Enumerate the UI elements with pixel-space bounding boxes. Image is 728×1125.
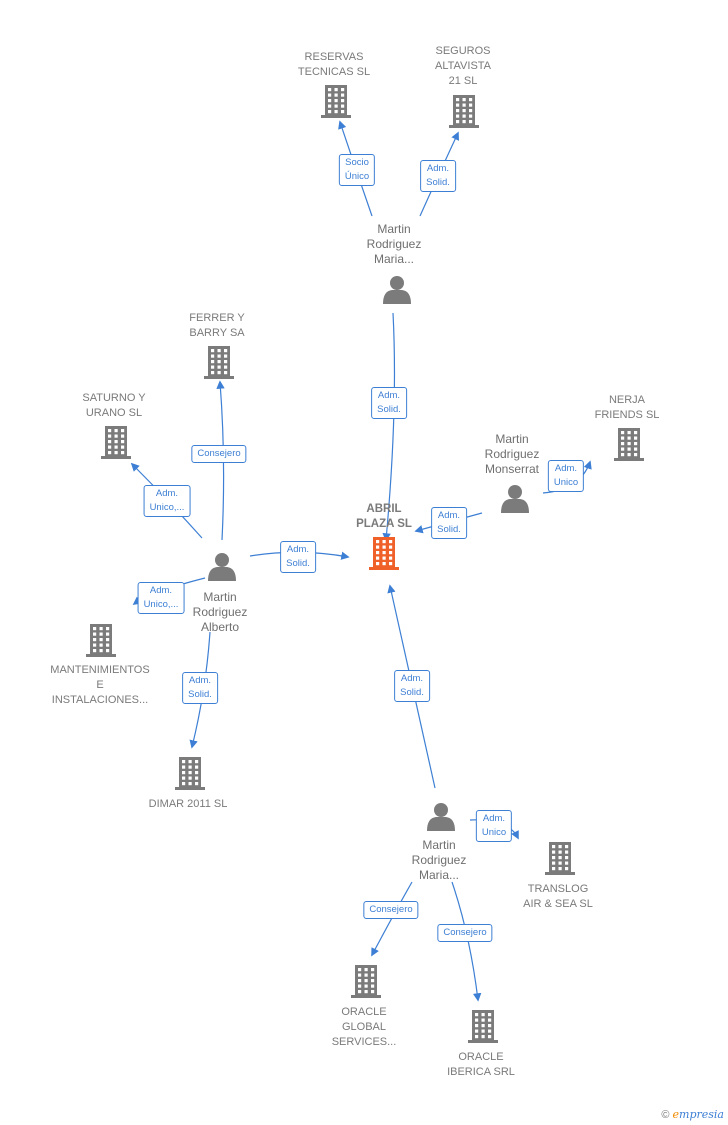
company-label-ferrer: FERRER Y BARRY SA: [189, 312, 245, 339]
relation-label-monserrat-abril[interactable]: Adm. Solid.: [431, 507, 467, 539]
relation-label-maria_bottom-oracle_global[interactable]: Consejero: [363, 901, 419, 919]
relation-label-maria_top-abril[interactable]: Adm. Solid.: [371, 387, 407, 419]
company-building-icon-translog[interactable]: [545, 842, 575, 875]
company-building-icon-saturno[interactable]: [101, 426, 131, 459]
brand-logo: empresia: [672, 1108, 724, 1121]
person-icon-alberto[interactable]: [208, 553, 236, 581]
company-building-icon-oracle_global[interactable]: [351, 965, 381, 998]
relation-label-monserrat-nerja[interactable]: Adm. Unico: [547, 460, 585, 492]
person-label-alberto: Martin Rodriguez Alberto: [192, 590, 248, 634]
company-building-icon-seguros[interactable]: [449, 95, 479, 128]
relation-label-alberto-saturno[interactable]: Adm. Unico,...: [143, 485, 191, 517]
main-company-building-icon[interactable]: [369, 537, 399, 570]
company-label-oracle_global: ORACLE GLOBAL SERVICES...: [331, 1006, 397, 1048]
company-building-icon-reservas[interactable]: [321, 85, 351, 118]
relation-label-maria_bottom-abril[interactable]: Adm. Solid.: [394, 670, 430, 702]
relation-label-maria_bottom-translog[interactable]: Adm. Unico: [475, 810, 513, 842]
company-building-icon-nerja[interactable]: [614, 428, 644, 461]
relation-label-maria_top-reservas[interactable]: Socio Único: [338, 154, 376, 186]
relation-label-alberto-dimar[interactable]: Adm. Solid.: [182, 672, 218, 704]
company-label-oracle_iberica: ORACLE IBERICA SRL: [447, 1051, 515, 1078]
company-label-saturno: SATURNO Y URANO SL: [82, 392, 146, 419]
company-building-icon-dimar[interactable]: [175, 757, 205, 790]
company-label-mantenimientos: MANTENIMIENTOS E INSTALACIONES...: [50, 664, 150, 706]
copyright-symbol: ©: [661, 1109, 670, 1121]
company-label-dimar: DIMAR 2011 SL: [148, 798, 228, 810]
relation-label-maria_top-seguros[interactable]: Adm. Solid.: [420, 160, 456, 192]
person-icon-maria_bottom[interactable]: [427, 803, 455, 831]
person-label-maria_top: Martin Rodriguez Maria...: [366, 222, 422, 266]
company-building-icon-mantenimientos[interactable]: [86, 624, 116, 657]
relation-label-alberto-abril[interactable]: Adm. Solid.: [280, 541, 316, 573]
person-icon-monserrat[interactable]: [501, 485, 529, 513]
relation-label-maria_bottom-oracle_iberica[interactable]: Consejero: [437, 924, 493, 942]
person-label-maria_bottom: Martin Rodriguez Maria...: [411, 838, 467, 882]
person-label-monserrat: Martin Rodriguez Monserrat: [484, 432, 540, 476]
company-building-icon-oracle_iberica[interactable]: [468, 1010, 498, 1043]
main-company-label: ABRIL PLAZA SL: [356, 503, 412, 530]
relation-label-alberto-ferrer[interactable]: Consejero: [191, 445, 247, 463]
person-icon-maria_top[interactable]: [383, 276, 411, 304]
company-label-seguros: SEGUROS ALTAVISTA 21 SL: [434, 45, 492, 87]
company-label-translog: TRANSLOG AIR & SEA SL: [523, 883, 593, 910]
company-building-icon-ferrer[interactable]: [204, 346, 234, 379]
company-label-nerja: NERJA FRIENDS SL: [594, 394, 660, 421]
company-label-reservas: RESERVAS TECNICAS SL: [297, 51, 371, 78]
footer-brand: © empresia: [661, 1108, 724, 1121]
relation-label-alberto-mantenimientos[interactable]: Adm. Unico,...: [137, 582, 185, 614]
